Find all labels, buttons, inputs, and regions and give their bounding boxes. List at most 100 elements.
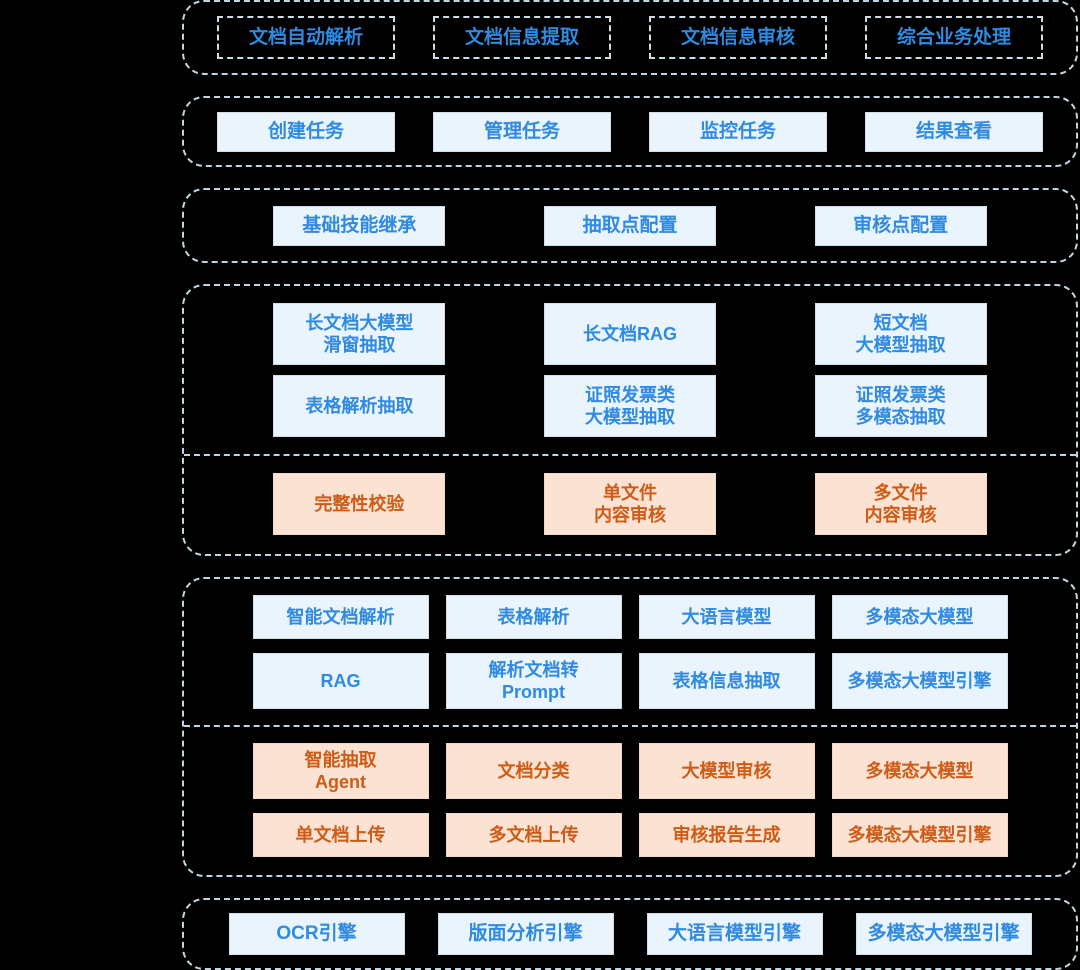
- node-long-doc-rag[interactable]: 长文档RAG: [544, 303, 716, 365]
- group-extraction-and-audit: 长文档大模型 滑窗抽取 长文档RAG 短文档 大模型抽取 表格解析抽取 证照发票…: [182, 284, 1078, 556]
- node-base-skill-inheritance[interactable]: 基础技能继承: [273, 205, 446, 246]
- node-certificate-invoice-multimodal-extraction[interactable]: 证照发票类 多模态抽取: [814, 375, 987, 437]
- cell-slot: OCR引擎: [212, 913, 421, 955]
- group-capability-atoms: 智能文档解析 表格解析 大语言模型 多模态大模型 RAG 解析文档转 Promp…: [182, 577, 1078, 877]
- node-single-document-upload[interactable]: 单文档上传: [252, 813, 429, 857]
- cell-slot: 管理任务: [414, 111, 630, 152]
- row: 智能抽取 Agent 文档分类 大模型审核 多模态大模型: [244, 743, 1016, 799]
- cell-slot: 抽取点配置: [495, 205, 766, 246]
- row: 基础技能继承 抽取点配置 审核点配置: [184, 190, 1076, 261]
- node-multimodal-large-model-engine-agent[interactable]: 多模态大模型引擎: [831, 813, 1008, 857]
- cell-slot: 智能文档解析: [244, 595, 437, 639]
- node-multimodal-large-model-audit[interactable]: 多模态大模型: [831, 743, 1008, 799]
- cell-slot: 多模态大模型引擎: [823, 813, 1016, 857]
- node-table-parse-extraction[interactable]: 表格解析抽取: [273, 375, 446, 437]
- cell-slot: 多文档上传: [437, 813, 630, 857]
- node-document-classification[interactable]: 文档分类: [445, 743, 622, 799]
- node-completeness-validation[interactable]: 完整性校验: [273, 473, 446, 535]
- cell-slot: 长文档大模型 滑窗抽取: [224, 303, 495, 365]
- node-manage-task[interactable]: 管理任务: [433, 111, 611, 152]
- node-single-file-content-audit[interactable]: 单文件 内容审核: [544, 473, 716, 535]
- row: 完整性校验 单文件 内容审核 多文件 内容审核: [224, 473, 1036, 535]
- node-multimodal-large-model[interactable]: 多模态大模型: [831, 595, 1008, 639]
- cell-slot: 智能抽取 Agent: [244, 743, 437, 799]
- node-document-auto-parse[interactable]: 文档自动解析: [217, 16, 395, 59]
- cell-slot: 短文档 大模型抽取: [765, 303, 1036, 365]
- cell-slot: 文档自动解析: [198, 16, 414, 59]
- cell-slot: 表格信息抽取: [630, 653, 823, 709]
- node-view-results[interactable]: 结果查看: [865, 111, 1043, 152]
- cell-slot: 大语言模型引擎: [630, 913, 839, 955]
- band-audit: 完整性校验 单文件 内容审核 多文件 内容审核: [184, 454, 1076, 554]
- cell-slot: 版面分析引擎: [421, 913, 630, 955]
- cell-slot: 大语言模型: [630, 595, 823, 639]
- cell-slot: 单文档上传: [244, 813, 437, 857]
- row: 创建任务 管理任务 监控任务 结果查看: [184, 98, 1076, 165]
- cell-slot: 结果查看: [846, 111, 1062, 152]
- cell-slot: 审核点配置: [765, 205, 1036, 246]
- row: RAG 解析文档转 Prompt 表格信息抽取 多模态大模型引擎: [244, 653, 1016, 709]
- node-long-doc-llm-sliding-window[interactable]: 长文档大模型 滑窗抽取: [273, 303, 446, 365]
- node-monitor-task[interactable]: 监控任务: [649, 111, 827, 152]
- band-agents: 智能抽取 Agent 文档分类 大模型审核 多模态大模型 单文档上传 多文档上传: [184, 725, 1076, 875]
- cell-slot: 多文件 内容审核: [765, 473, 1036, 535]
- node-large-model-audit[interactable]: 大模型审核: [638, 743, 815, 799]
- node-llm-engine[interactable]: 大语言模型引擎: [646, 913, 823, 955]
- cell-slot: 文档分类: [437, 743, 630, 799]
- node-multi-file-content-audit[interactable]: 多文件 内容审核: [814, 473, 987, 535]
- node-short-doc-llm-extraction[interactable]: 短文档 大模型抽取: [814, 303, 987, 365]
- node-multimodal-large-model-engine[interactable]: 多模态大模型引擎: [831, 653, 1008, 709]
- node-audit-report-generation[interactable]: 审核报告生成: [638, 813, 815, 857]
- group-configuration: 基础技能继承 抽取点配置 审核点配置: [182, 188, 1078, 263]
- node-layout-analysis-engine[interactable]: 版面分析引擎: [437, 913, 614, 955]
- cell-slot: 审核报告生成: [630, 813, 823, 857]
- cell-slot: 创建任务: [198, 111, 414, 152]
- node-certificate-invoice-llm-extraction[interactable]: 证照发票类 大模型抽取: [544, 375, 716, 437]
- row: 长文档大模型 滑窗抽取 长文档RAG 短文档 大模型抽取: [224, 303, 1036, 365]
- band-extraction: 长文档大模型 滑窗抽取 长文档RAG 短文档 大模型抽取 表格解析抽取 证照发票…: [184, 286, 1076, 454]
- cell-slot: 多模态大模型: [823, 743, 1016, 799]
- row: 单文档上传 多文档上传 审核报告生成 多模态大模型引擎: [244, 813, 1016, 857]
- cell-slot: 表格解析: [437, 595, 630, 639]
- node-multimodal-llm-engine[interactable]: 多模态大模型引擎: [855, 913, 1032, 955]
- group-task-operations: 创建任务 管理任务 监控任务 结果查看: [182, 96, 1078, 167]
- cell-slot: 多模态大模型引擎: [839, 913, 1048, 955]
- node-document-info-extraction[interactable]: 文档信息提取: [433, 16, 611, 59]
- cell-slot: 证照发票类 多模态抽取: [765, 375, 1036, 437]
- node-intelligent-document-parsing[interactable]: 智能文档解析: [252, 595, 429, 639]
- row: 智能文档解析 表格解析 大语言模型 多模态大模型: [244, 595, 1016, 639]
- cell-slot: 表格解析抽取: [224, 375, 495, 437]
- cell-slot: RAG: [244, 653, 437, 709]
- node-rag[interactable]: RAG: [252, 653, 429, 709]
- group-business-scenarios: 文档自动解析 文档信息提取 文档信息审核 综合业务处理: [182, 0, 1078, 75]
- row: 文档自动解析 文档信息提取 文档信息审核 综合业务处理: [184, 2, 1076, 73]
- cell-slot: 大模型审核: [630, 743, 823, 799]
- cell-slot: 多模态大模型引擎: [823, 653, 1016, 709]
- node-ocr-engine[interactable]: OCR引擎: [228, 913, 405, 955]
- cell-slot: 单文件 内容审核: [495, 473, 766, 535]
- node-integrated-business-processing[interactable]: 综合业务处理: [865, 16, 1043, 59]
- cell-slot: 完整性校验: [224, 473, 495, 535]
- node-table-info-extraction[interactable]: 表格信息抽取: [638, 653, 815, 709]
- cell-slot: 文档信息提取: [414, 16, 630, 59]
- node-table-parsing[interactable]: 表格解析: [445, 595, 622, 639]
- node-parsed-doc-to-prompt[interactable]: 解析文档转 Prompt: [445, 653, 622, 709]
- node-extraction-point-config[interactable]: 抽取点配置: [544, 205, 716, 246]
- node-audit-point-config[interactable]: 审核点配置: [814, 205, 987, 246]
- cell-slot: 基础技能继承: [224, 205, 495, 246]
- cell-slot: 证照发票类 大模型抽取: [495, 375, 766, 437]
- node-document-info-audit[interactable]: 文档信息审核: [649, 16, 827, 59]
- cell-slot: 综合业务处理: [846, 16, 1062, 59]
- row: OCR引擎 版面分析引擎 大语言模型引擎 多模态大模型引擎: [184, 900, 1076, 968]
- node-intelligent-extraction-agent[interactable]: 智能抽取 Agent: [252, 743, 429, 799]
- node-multi-document-upload[interactable]: 多文档上传: [445, 813, 622, 857]
- node-large-language-model[interactable]: 大语言模型: [638, 595, 815, 639]
- cell-slot: 文档信息审核: [630, 16, 846, 59]
- cell-slot: 监控任务: [630, 111, 846, 152]
- cell-slot: 解析文档转 Prompt: [437, 653, 630, 709]
- cell-slot: 长文档RAG: [495, 303, 766, 365]
- node-create-task[interactable]: 创建任务: [217, 111, 395, 152]
- cell-slot: 多模态大模型: [823, 595, 1016, 639]
- architecture-diagram: 文档自动解析 文档信息提取 文档信息审核 综合业务处理 创建任务 管理任务 监控…: [182, 0, 1078, 970]
- group-engines: OCR引擎 版面分析引擎 大语言模型引擎 多模态大模型引擎: [182, 898, 1078, 970]
